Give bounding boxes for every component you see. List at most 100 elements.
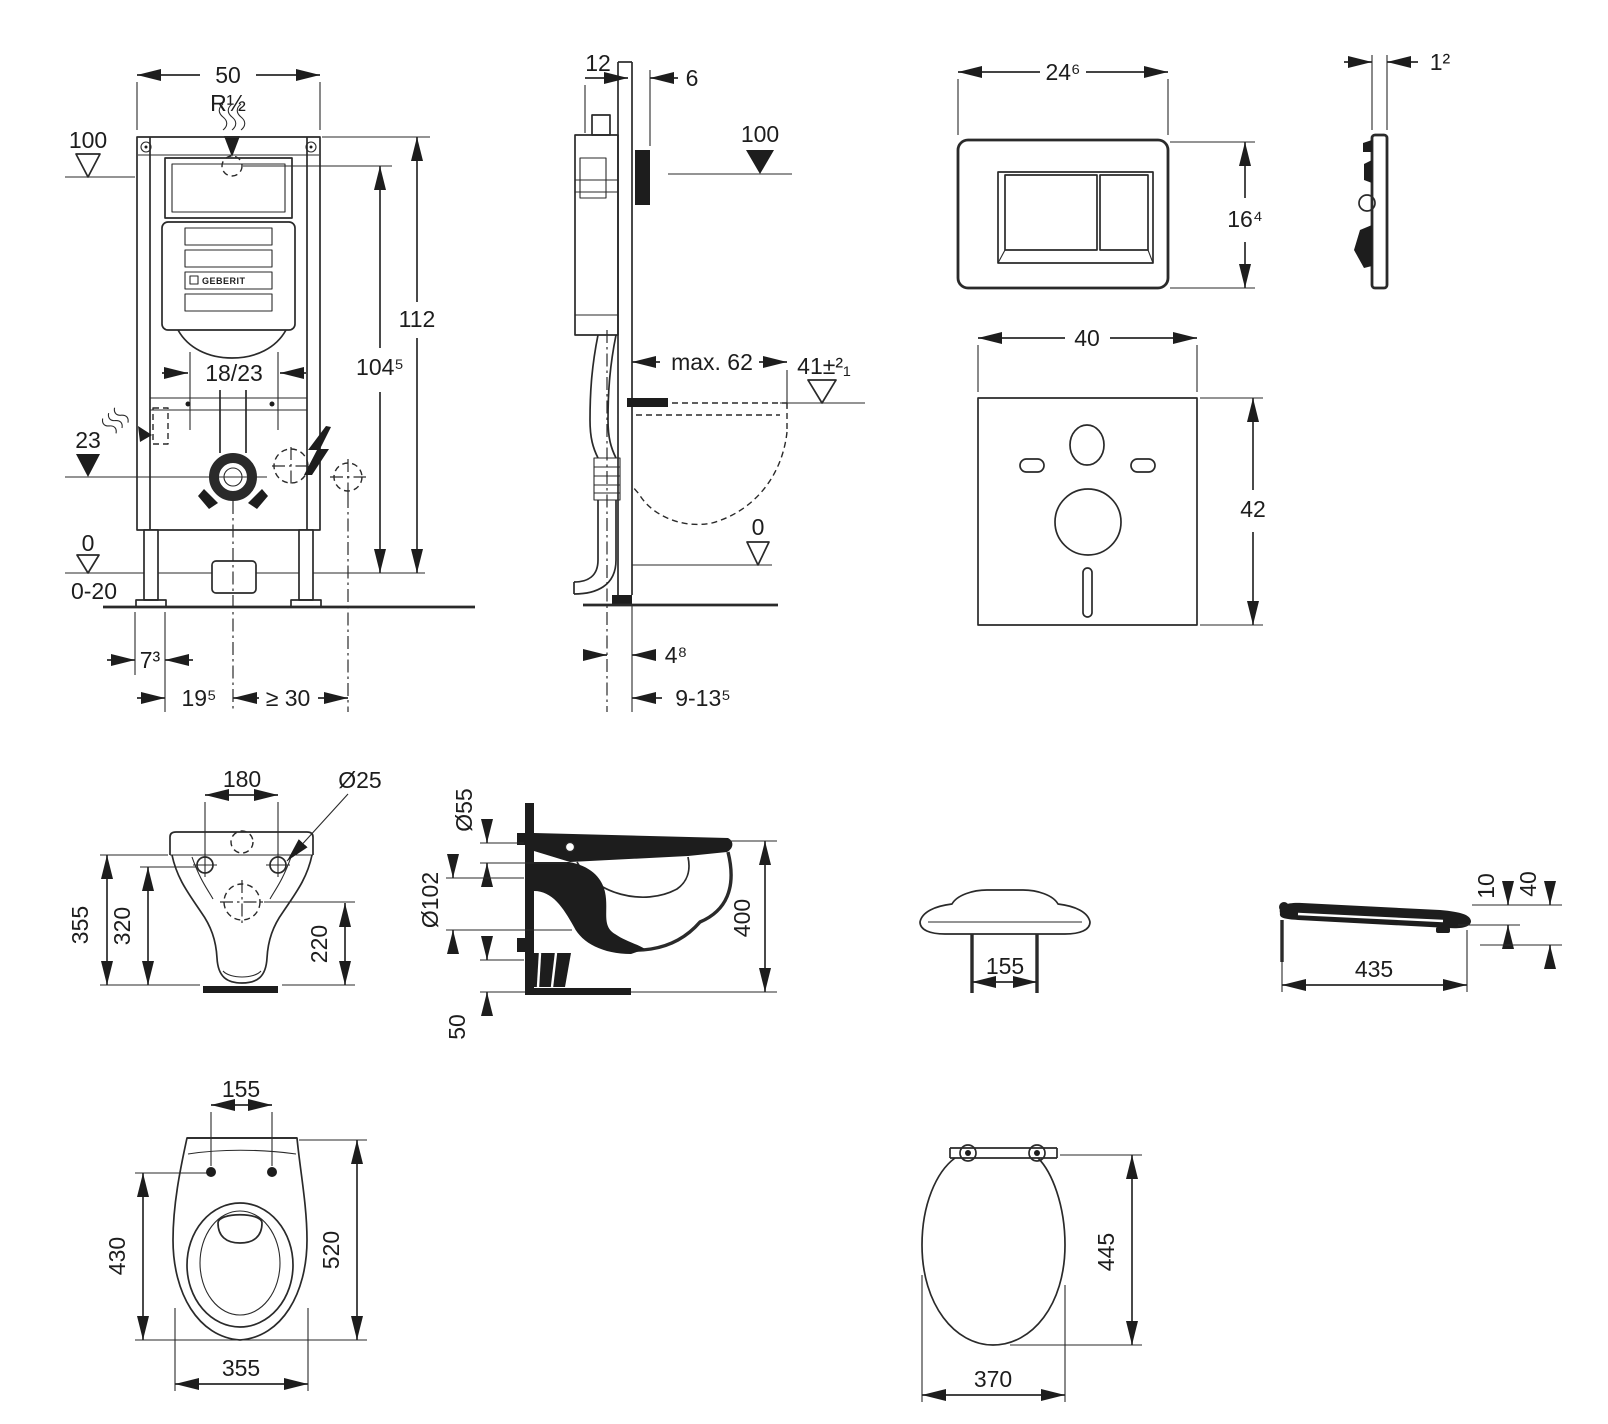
- seat-side-profile: [1279, 902, 1471, 962]
- lightning-icon: [304, 426, 331, 475]
- supply-datum-side-label: 100: [741, 121, 779, 147]
- dim-seat-top-length: 445: [1010, 1154, 1142, 1346]
- rim-height-label: 41±²₁: [797, 353, 851, 379]
- dim-pin-span: 155: [972, 953, 1037, 988]
- seat-top-body: [921, 1144, 1066, 1346]
- rear-height-bolts-label: 320: [109, 907, 135, 945]
- plate-profile: [1354, 133, 1389, 290]
- frame-structure: [136, 136, 321, 531]
- datum-floor: 0 0-20: [71, 530, 117, 604]
- bowl-dashed-outline: [627, 398, 788, 526]
- bowl-total-length-label: 520: [318, 1231, 344, 1269]
- water-supply-icon: [218, 103, 246, 157]
- plate-width-label: 24⁶: [1045, 59, 1080, 85]
- seat-top-length-label: 445: [1093, 1233, 1119, 1271]
- finish-range-label: 9-13⁵: [675, 685, 731, 711]
- outlet-span-label: 18/23: [205, 360, 263, 386]
- dim-top-bolt-span: 155: [210, 1076, 273, 1166]
- max-depth-label: max. 62: [671, 349, 753, 375]
- dim-height-outlet: 220: [264, 901, 355, 986]
- outlet-dia-label: Ø102: [420, 872, 443, 928]
- flush-plate: [956, 138, 1170, 290]
- dim-plate-width: 24⁶: [957, 59, 1169, 135]
- outlet-elbow: [198, 453, 268, 509]
- dim-bolt-dia: Ø25: [286, 767, 382, 862]
- bolt-dia-label: Ø25: [338, 767, 381, 793]
- dim-height-total: 355: [67, 854, 200, 986]
- datum-supply-side: 100: [668, 121, 792, 175]
- flush-plate-side-view: 1²: [1290, 40, 1608, 320]
- bowl-length-label: 400: [729, 899, 755, 937]
- flush-button-small: [1099, 174, 1149, 251]
- depth-top-label: 12: [585, 50, 611, 76]
- dim-bowl-length: 400: [631, 840, 777, 993]
- dim-seat-top-width: 370: [921, 1275, 1066, 1402]
- supply-connection-circle: [221, 155, 243, 177]
- dim-pipe-offset: 4⁸: [583, 605, 688, 712]
- edge-thickness-label: 10: [1473, 873, 1499, 899]
- bowl-top-body: [172, 1137, 308, 1341]
- dim-height-bolts: 320: [109, 866, 196, 985]
- dim-flush-dia: Ø55: [451, 788, 567, 887]
- dim-pad-height: 42: [1200, 397, 1266, 626]
- dim-base-gap: 50: [444, 936, 525, 1040]
- dim-finish-range: 9-13⁵: [632, 685, 731, 711]
- sound-pad-view: 40 42: [930, 310, 1290, 650]
- offset-left-label: 7³: [140, 647, 161, 673]
- dim-edge-thickness: 10: [1458, 873, 1562, 949]
- total-height-label: 112: [399, 306, 436, 332]
- rear-height-outlet-label: 220: [306, 925, 332, 963]
- dim-plate-thickness: 1²: [1344, 49, 1451, 130]
- flush-button-large: [1004, 174, 1098, 251]
- brand-logo: GEBERIT: [202, 276, 246, 286]
- supply-datum-label: 100: [69, 127, 107, 153]
- bowl-top-view: 155 430 520 355: [100, 1050, 480, 1424]
- seat-height-label: 40: [1515, 871, 1541, 897]
- bowl-inner-length-label: 430: [104, 1237, 130, 1275]
- rear-height-total-label: 355: [67, 906, 93, 944]
- dim-bowl-inner-length: 430: [104, 1172, 207, 1340]
- pad-width-label: 40: [1074, 325, 1100, 351]
- wall-gap-label: 6: [686, 65, 699, 91]
- dim-bowl-total-length: 520: [135, 1139, 367, 1341]
- datum-supply: 100: [65, 127, 135, 178]
- seat-length-label: 435: [1355, 956, 1393, 982]
- frame-front-view: 50 R½ GEBERIT: [60, 30, 480, 720]
- dim-outlet-dia: Ø102: [420, 854, 572, 954]
- seat-front-view: 155: [860, 860, 1120, 1020]
- inlet-option-icon: [101, 407, 129, 434]
- dim-depth-top: 12 6: [584, 50, 699, 146]
- flush-pipe: [150, 390, 307, 453]
- seat-side-view: 10 40 435: [1190, 840, 1608, 1020]
- bowl-rear-view: 180 Ø25 355 320 220: [60, 730, 420, 1030]
- pad-height-label: 42: [1240, 496, 1266, 522]
- dim-total-height: 112: [322, 136, 436, 573]
- dim-total-height-seat: 40: [1480, 871, 1562, 969]
- drain-socket: [211, 560, 257, 594]
- sound-pad: [977, 397, 1198, 626]
- bowl-section-body: [517, 803, 733, 995]
- dim-bolt-span: 180: [204, 766, 279, 855]
- dim-max-depth: max. 62: [632, 349, 788, 408]
- bowl-side-section: Ø55 Ø102 400 50: [420, 740, 800, 1060]
- inlet-knockout: [152, 407, 169, 445]
- upper-height-label: 104⁵: [356, 354, 404, 380]
- seat-top-view: 445 370: [860, 1080, 1280, 1424]
- drain-pipe-profile: [573, 330, 621, 712]
- bowl-width-label: 355: [222, 1355, 260, 1381]
- electrical-knockouts: [272, 447, 366, 495]
- dim-bowl-width: 355: [174, 1308, 309, 1391]
- datum-rim-height: 41±²₁: [780, 353, 865, 404]
- datum-floor-side: 0: [632, 514, 772, 566]
- frame-side-view: 12 6 100 max. 62 41±²₁ 0: [540, 30, 880, 720]
- dim-pad-width: 40: [977, 325, 1198, 392]
- floor-datum-label: 0: [82, 530, 95, 556]
- pipe-offset-label: 4⁸: [665, 642, 688, 668]
- dim-plate-height: 16⁴: [1170, 141, 1263, 289]
- frame-width-label: 50: [215, 62, 241, 88]
- flush-plate-front-view: 24⁶ 16⁴: [930, 30, 1290, 330]
- cistern: GEBERIT: [161, 157, 296, 359]
- dim-frame-width: 50 R½: [136, 62, 321, 130]
- bolt-span-label: 180: [223, 766, 261, 792]
